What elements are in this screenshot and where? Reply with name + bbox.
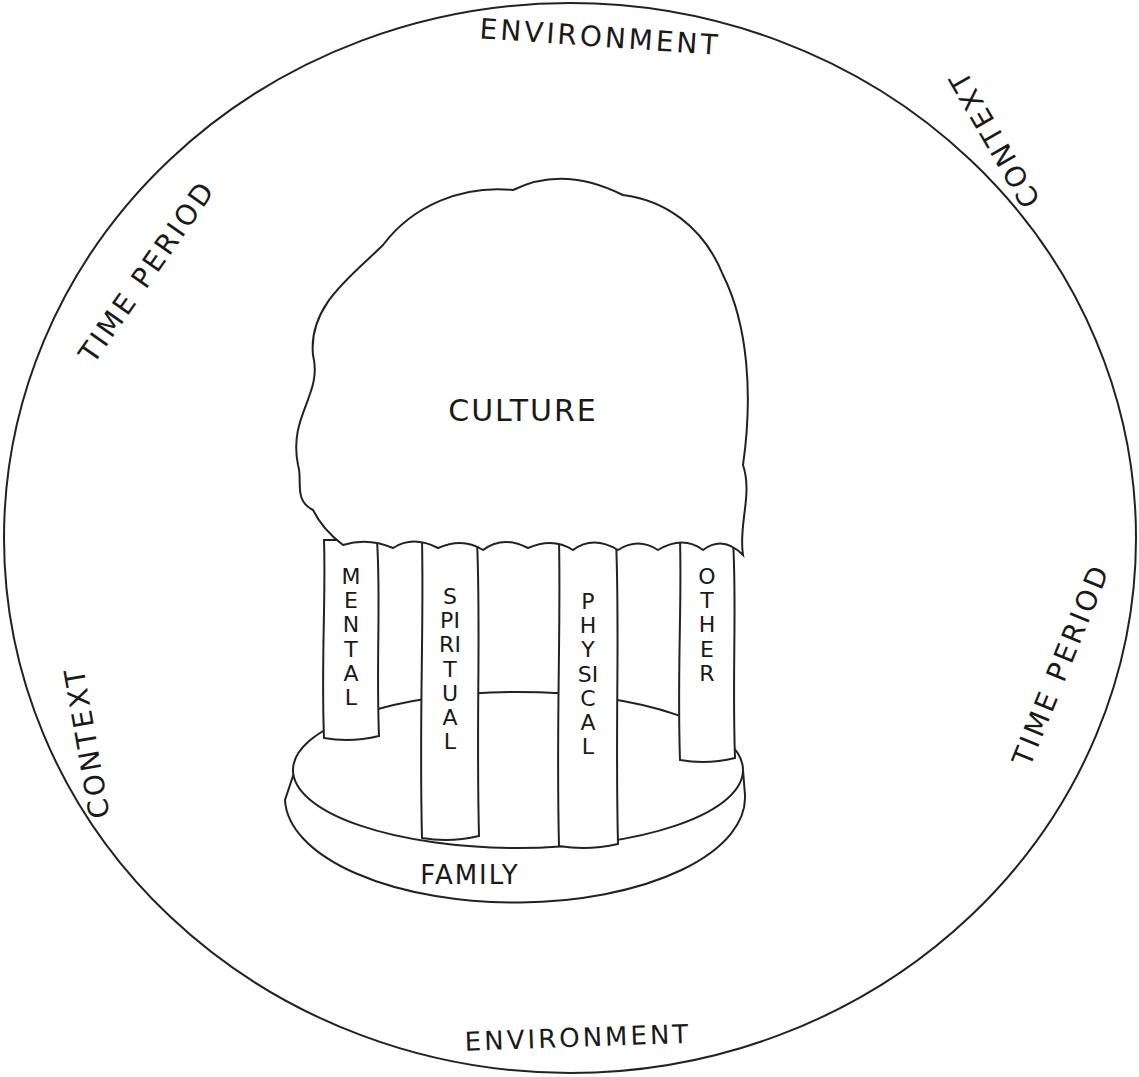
pillar-label: OTHER [696, 565, 718, 686]
ring-label: TIME PERIOD [1007, 560, 1116, 771]
pillar-label: SPIRITUAL [439, 585, 461, 754]
base-face-line [293, 692, 743, 848]
ring-label: TIME PERIOD [74, 175, 223, 369]
cloud-outline [283, 165, 763, 565]
family-label: FAMILY [420, 861, 519, 890]
pillar-line [558, 540, 618, 848]
ring-label: CONTEXT [943, 64, 1047, 213]
pillar-line [421, 540, 479, 840]
culture-canopy: CULTURE [283, 165, 763, 565]
physical-pillar: PHYSICAL [557, 540, 619, 848]
canopy-line [296, 179, 748, 555]
culture-label: CULTURE [448, 394, 598, 427]
circle-line [4, 3, 1136, 1073]
other-pillar: OTHER [678, 540, 736, 762]
ring-label: ENVIRONMENT [479, 14, 722, 62]
spiritual-pillar: SPIRITUAL [420, 540, 480, 840]
pillar-line [323, 540, 379, 740]
ring-label: ENVIRONMENT [464, 1020, 691, 1056]
pillar-line [679, 540, 735, 762]
pillar-label: PHYSICAL [577, 590, 599, 759]
ring-label: CONTEXT [59, 663, 116, 820]
mental-pillar: MENTAL [322, 540, 380, 740]
pillar-label: MENTAL [340, 565, 362, 710]
